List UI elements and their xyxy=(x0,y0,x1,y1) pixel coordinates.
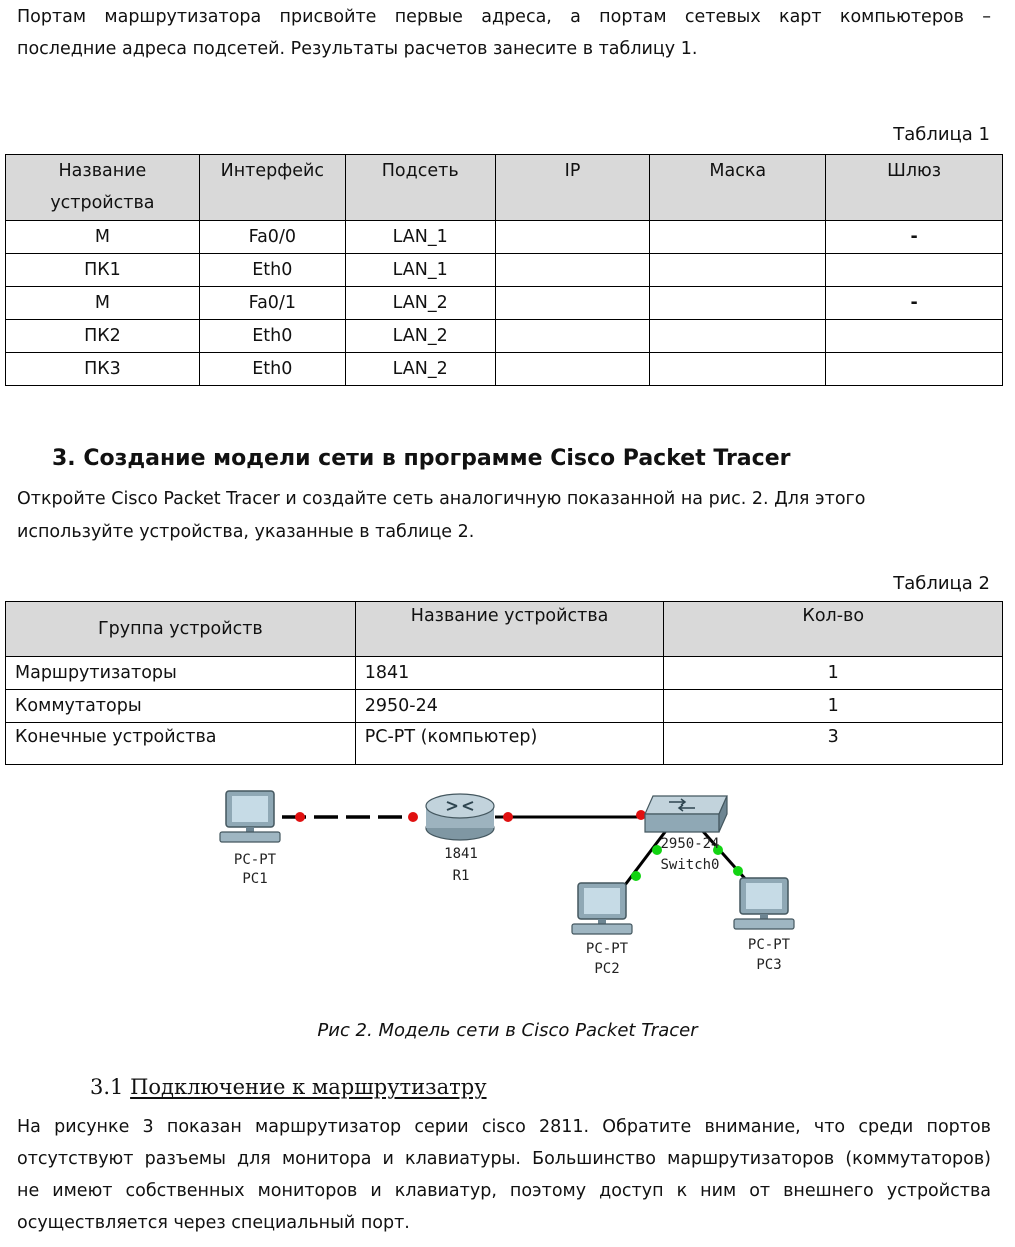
table2-caption: Таблица 2 xyxy=(893,573,990,594)
port-down-dot xyxy=(503,812,513,822)
t1-header-ip: IP xyxy=(494,154,651,221)
table-cell xyxy=(649,220,827,254)
table-row: ПК2 Eth0 LAN_2 xyxy=(5,319,1003,353)
intro-line-1: Портам маршрутизатора присвойте первые а… xyxy=(17,7,991,27)
table-cell: LAN_1 xyxy=(344,253,496,287)
table-row: Конечные устройства PC-PT (компьютер) 3 xyxy=(5,722,1003,765)
table-cell: 2950-24 xyxy=(354,689,665,723)
table-cell xyxy=(825,352,1003,386)
table-cell: Eth0 xyxy=(198,352,346,386)
table-cell: М xyxy=(5,220,200,254)
table-cell: М xyxy=(5,286,200,320)
table-cell: - xyxy=(825,286,1003,320)
switch-icon[interactable] xyxy=(644,795,728,833)
table1-caption: Таблица 1 xyxy=(893,124,990,145)
table-cell xyxy=(649,286,827,320)
subsection-heading: 3.1 Подключение к маршрутизатру xyxy=(90,1075,487,1099)
pc3-type-label: PC-PT xyxy=(748,937,791,953)
router-name-label: R1 xyxy=(453,868,470,884)
table-cell: Fa0/1 xyxy=(198,286,346,320)
port-down-dot xyxy=(636,810,646,820)
table-row: ПК3 Eth0 LAN_2 xyxy=(5,352,1003,386)
table-cell: 1 xyxy=(663,689,1003,723)
table-1: Название устройства Интерфейс Подсеть IP… xyxy=(5,154,1003,386)
port-down-dot xyxy=(295,812,305,822)
subsection-title: Подключение к маршрутизатру xyxy=(130,1075,487,1099)
body-line-1: На рисунке 3 показан маршрутизатор серии… xyxy=(17,1117,991,1137)
section-3-line-1: Откройте Cisco Packet Tracer и создайте … xyxy=(17,489,866,509)
port-up-dot xyxy=(631,871,641,881)
port-up-dot xyxy=(733,866,743,876)
t2-header-group: Группа устройств xyxy=(5,601,356,657)
body-line-4: осуществляется через специальный порт. xyxy=(17,1213,410,1233)
table-cell xyxy=(649,253,827,287)
router-icon[interactable] xyxy=(425,793,495,841)
table-row: ПК1 Eth0 LAN_1 xyxy=(5,253,1003,287)
t1-header-device: Название устройства xyxy=(5,154,200,221)
table-cell: PC-PT (компьютер) xyxy=(354,722,665,765)
table-row: Коммутаторы 2950-24 1 xyxy=(5,689,1003,723)
table-row: Маршрутизаторы 1841 1 xyxy=(5,656,1003,690)
table-cell: ПК2 xyxy=(5,319,200,353)
t1-header-gateway: Шлюз xyxy=(825,154,1003,221)
pc3-name-label: PC3 xyxy=(756,957,781,973)
table-cell xyxy=(825,319,1003,353)
pc1-name-label: PC1 xyxy=(242,871,267,887)
pc1-computer-icon[interactable] xyxy=(219,790,281,843)
pc2-type-label: PC-PT xyxy=(586,941,629,957)
port-down-dot xyxy=(408,812,418,822)
pc3-computer-icon[interactable] xyxy=(733,877,795,930)
subsection-number: 3.1 xyxy=(90,1075,124,1099)
pc1-type-label: PC-PT xyxy=(234,852,277,868)
network-diagram: PC-PT PC1 1841 R1 2950-24 Switch0 PC-PT … xyxy=(193,770,818,977)
table-cell xyxy=(494,220,651,254)
body-line-2: отсутствуют разъемы для монитора и клави… xyxy=(17,1149,991,1169)
figure-caption: Рис 2. Модель сети в Cisco Packet Tracer xyxy=(317,1020,698,1041)
table-cell: Маршрутизаторы xyxy=(5,656,356,690)
table-cell: Fa0/0 xyxy=(198,220,346,254)
t1-header-subnet: Подсеть xyxy=(344,154,496,221)
t2-header-count: Кол-во xyxy=(663,601,1003,657)
intro-line-2: последние адреса подсетей. Результаты ра… xyxy=(17,39,698,59)
switch-name-label: Switch0 xyxy=(660,857,719,873)
section-3-heading: 3. Создание модели сети в программе Cisc… xyxy=(52,446,791,471)
table-cell xyxy=(494,319,651,353)
section-3-line-2: используйте устройства, указанные в табл… xyxy=(17,522,475,542)
table-cell: LAN_2 xyxy=(344,286,496,320)
table-cell: Коммутаторы xyxy=(5,689,356,723)
port-up-dot xyxy=(713,845,723,855)
table-cell xyxy=(494,286,651,320)
table-cell xyxy=(649,319,827,353)
table-row: М Fa0/0 LAN_1 - xyxy=(5,220,1003,254)
t1-header-interface: Интерфейс xyxy=(198,154,346,221)
t1-header-mask: Маска xyxy=(649,154,827,221)
table-cell: ПК3 xyxy=(5,352,200,386)
table-row: М Fa0/1 LAN_2 - xyxy=(5,286,1003,320)
table-cell: Eth0 xyxy=(198,253,346,287)
table-cell: - xyxy=(825,220,1003,254)
switch-type-label: 2950-24 xyxy=(660,836,719,852)
body-line-3: не имеют собственных мониторов и клавиат… xyxy=(17,1181,991,1201)
table-cell: ПК1 xyxy=(5,253,200,287)
table-cell: Конечные устройства xyxy=(5,722,356,765)
table-cell xyxy=(494,253,651,287)
table-cell: 3 xyxy=(663,722,1003,765)
table-cell xyxy=(825,253,1003,287)
table-2: Группа устройств Название устройства Кол… xyxy=(5,601,1003,765)
table-cell xyxy=(649,352,827,386)
pc2-computer-icon[interactable] xyxy=(571,882,633,935)
pc2-name-label: PC2 xyxy=(594,961,619,977)
table-cell: LAN_2 xyxy=(344,352,496,386)
table-cell: Eth0 xyxy=(198,319,346,353)
table-cell: 1841 xyxy=(354,656,665,690)
table-cell: LAN_1 xyxy=(344,220,496,254)
table-cell: LAN_2 xyxy=(344,319,496,353)
port-up-dot xyxy=(652,845,662,855)
router-type-label: 1841 xyxy=(444,846,478,862)
t2-header-name: Название устройства xyxy=(354,601,665,657)
table-cell xyxy=(494,352,651,386)
table-cell: 1 xyxy=(663,656,1003,690)
